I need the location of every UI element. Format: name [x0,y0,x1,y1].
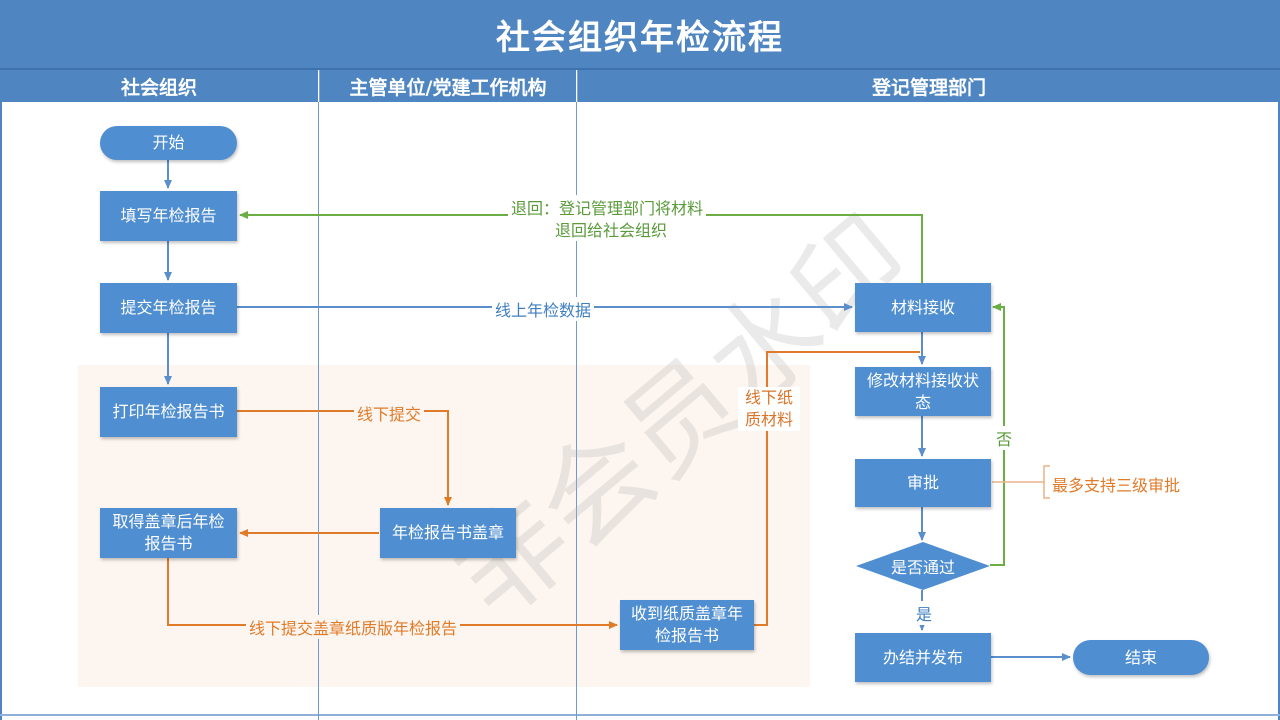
lane-header-social-org: 社会组织 [0,70,318,102]
approve-node[interactable]: 审批 [855,459,991,507]
frame-bottom [0,714,1280,716]
pass-decision-shape [856,542,990,590]
offline-submit-label: 线下提交 [354,401,425,425]
get-stamped-report-node[interactable]: 取得盖章后年检报告书 [100,508,237,558]
lane-label: 主管单位/党建工作机构 [349,76,547,99]
lane-divider [576,102,577,720]
frame-left [0,102,2,720]
end-node[interactable]: 结束 [1073,640,1209,675]
lane-label: 登记管理部门 [871,76,986,99]
material-receive-node[interactable]: 材料接收 [855,283,991,332]
title-bar: 社会组织年检流程 [0,0,1280,70]
print-report-node[interactable]: 打印年检报告书 [100,387,237,437]
start-node[interactable]: 开始 [100,126,237,160]
submit-report-node[interactable]: 提交年检报告 [100,283,237,333]
lane-header-supervisor: 主管单位/党建工作机构 [319,70,576,102]
pass-decision-node[interactable]: 是否通过 [890,558,955,577]
no-label: 否 [994,426,1015,450]
modify-status-node[interactable]: 修改材料接收状态 [855,367,991,416]
finish-publish-node[interactable]: 办结并发布 [855,633,991,682]
fill-report-node[interactable]: 填写年检报告 [100,191,237,241]
return-label-line1: 退回：登记管理部门将材料 [508,195,707,219]
stamp-report-node[interactable]: 年检报告书盖章 [380,508,516,558]
receive-paper-node[interactable]: 收到纸质盖章年检报告书 [620,600,754,650]
online-data-label: 线上年检数据 [492,297,595,321]
offline-stamped-label: 线下提交盖章纸质版年检报告 [246,615,461,639]
frame-right [1278,102,1280,720]
page-title: 社会组织年检流程 [496,17,784,58]
approve-note-label: 最多支持三级审批 [1052,476,1181,495]
yes-label: 是 [914,601,935,625]
lane-label: 社会组织 [120,76,197,99]
return-label-line2: 退回给社会组织 [552,217,671,241]
lane-header-registration: 登记管理部门 [577,70,1280,102]
offline-paper-label: 线下纸质材料 [738,387,800,431]
